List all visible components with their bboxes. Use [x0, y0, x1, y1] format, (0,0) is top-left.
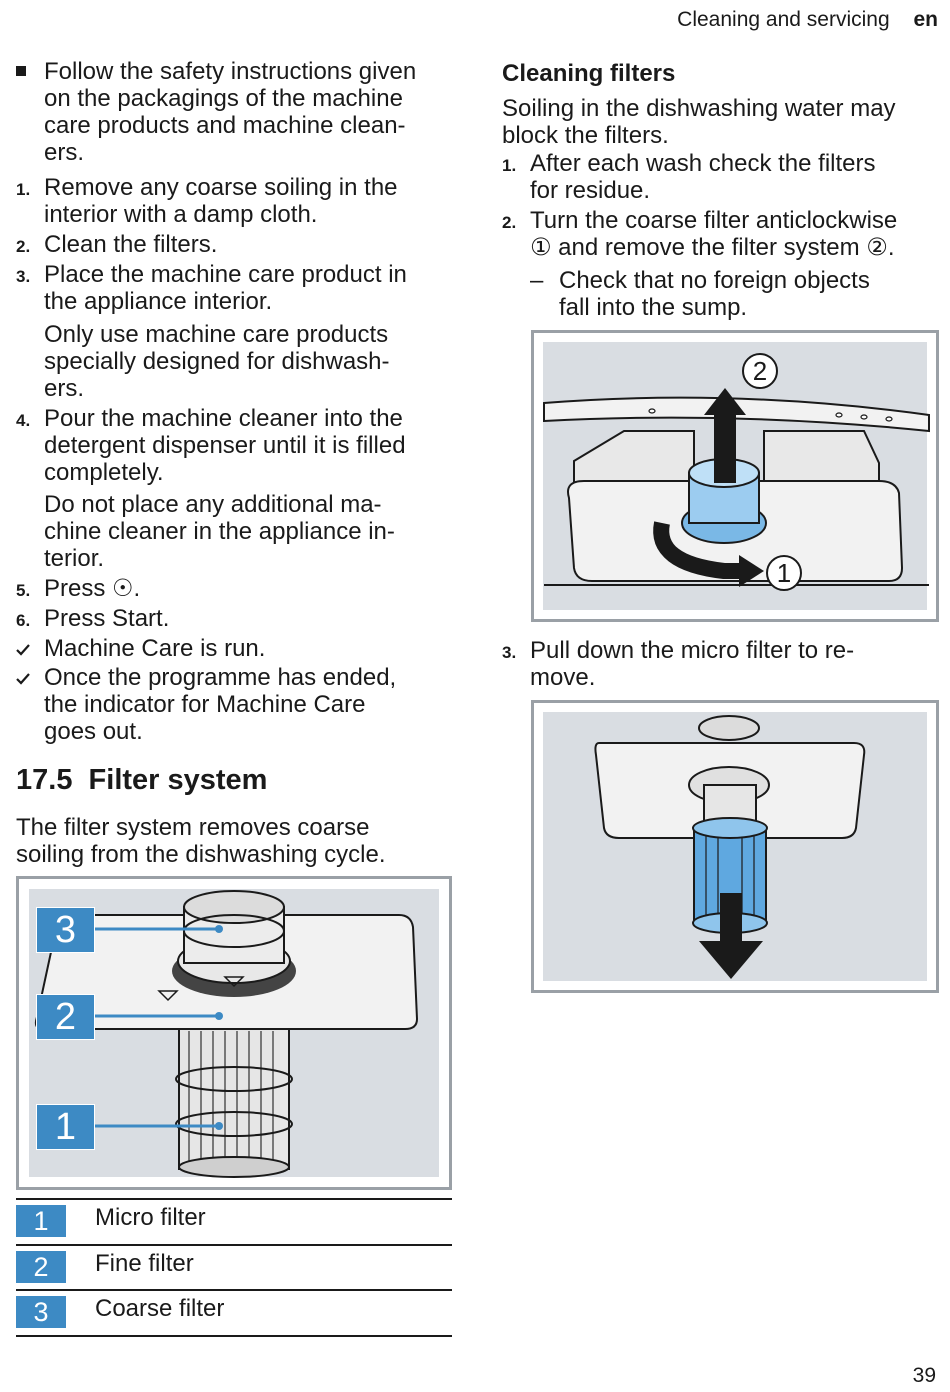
header-language: en: [913, 8, 938, 31]
header-section: Cleaning and servicing: [677, 8, 890, 31]
legend-row: 3 Coarse filter: [16, 1289, 452, 1337]
remove-filter-figure: 2 1: [531, 330, 939, 622]
section-title: 17.5 Filter system: [16, 764, 268, 796]
step-number: 4.: [16, 411, 31, 430]
legend-row: 1 Micro filter: [16, 1198, 452, 1245]
callout-2: 2: [36, 994, 95, 1040]
dash-marker: –: [530, 267, 544, 294]
subsection-title: Cleaning filters: [502, 60, 676, 87]
bullet-square: [16, 66, 26, 76]
filter-system-figure: 3 2 1: [16, 876, 452, 1190]
circled-number-2: 2: [752, 356, 768, 386]
bullet-text: Follow the safety instructions given on …: [44, 58, 417, 166]
legend-number: 3: [16, 1296, 66, 1328]
callout-1: 1: [36, 1104, 95, 1150]
callout-3: 3: [36, 907, 95, 953]
step-number: 1.: [502, 156, 517, 175]
remove-filter-illustration: [543, 353, 930, 591]
micro-filter-figure: [531, 700, 939, 993]
running-header: Cleaning and servicing en: [677, 8, 938, 32]
check-icon: [16, 673, 30, 685]
legend-label: Micro filter: [95, 1204, 206, 1231]
micro-filter-illustration: [594, 715, 866, 979]
legend-label: Fine filter: [95, 1250, 194, 1277]
step-number: 5.: [16, 581, 31, 600]
circled-number-1: 1: [776, 558, 792, 588]
legend-label: Coarse filter: [95, 1295, 225, 1322]
step-note: Do not place any additional ma-chine cle…: [44, 491, 395, 572]
step-text: Clean the filters.: [44, 231, 218, 258]
filter-system-illustration: [34, 890, 419, 1178]
step-text: Press ☉.: [44, 575, 141, 602]
legend-number: 1: [16, 1205, 66, 1237]
step-number: 1.: [16, 180, 31, 199]
check-icon: [16, 644, 30, 656]
legend-number: 2: [16, 1251, 66, 1283]
step-number: 6.: [16, 611, 31, 630]
page-number: 39: [912, 1364, 936, 1387]
step-number: 2.: [16, 237, 31, 256]
step-number: 2.: [502, 213, 517, 232]
result-text: Machine Care is run.: [44, 635, 266, 662]
step-text: Press Start.: [44, 605, 170, 632]
step-text: Pull down the micro filter to re-move.: [530, 637, 855, 691]
step-number: 3.: [16, 267, 31, 286]
step-number: 3.: [502, 643, 517, 662]
legend-row: 2 Fine filter: [16, 1244, 452, 1291]
result-text: Once the programme has ended,the indicat…: [44, 664, 397, 745]
